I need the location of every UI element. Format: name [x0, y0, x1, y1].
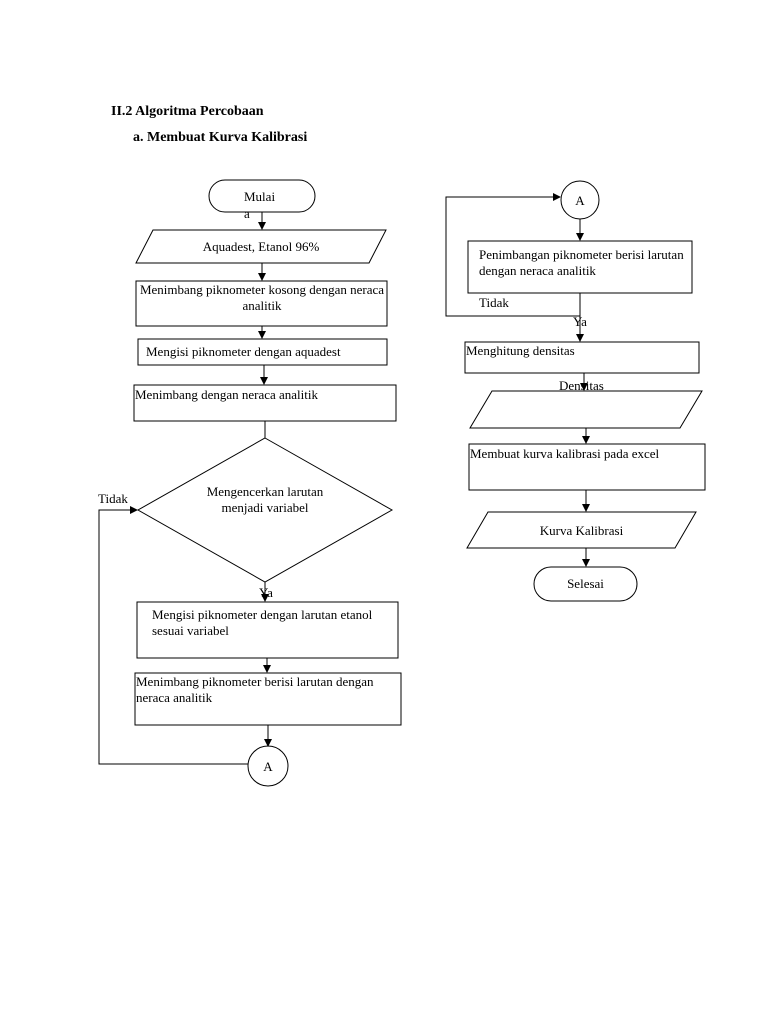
curve-output-label: Kurva Kalibrasi	[539, 523, 624, 538]
section-heading: II.2 Algoritma Percobaan	[111, 104, 264, 119]
weigh-balance-label: Menimbang dengan neraca analitik	[135, 387, 319, 402]
connector-a-bottom-shape	[247, 745, 289, 787]
label-no-left: Tidak	[98, 491, 128, 506]
weigh-empty-label: Menimbang piknometer kosong dengan nerac…	[139, 282, 385, 313]
density-parallelogram-shape	[469, 390, 703, 429]
input-materials-label: Aquadest, Etanol 96%	[202, 239, 320, 254]
input-parallelogram-shape	[135, 229, 387, 264]
weighing-filled-label: Penimbangan piknometer berisi larutan de…	[479, 247, 684, 278]
start-stray-letter: a	[244, 206, 250, 221]
label-no-right: Tidak	[479, 295, 509, 310]
loop-back-arrow	[98, 506, 248, 765]
end-label: Selesai	[567, 576, 604, 591]
make-curve-box	[468, 443, 706, 491]
fill-ethanol-label: Mengisi piknometer dengan larutan etanol…	[152, 607, 373, 638]
start-label: Mulai	[244, 189, 276, 204]
loop-into-connector	[445, 193, 580, 317]
connector-a-top-label: A	[575, 193, 585, 208]
label-yes-right: Ya	[573, 314, 587, 329]
connector-a-bottom-label: A	[263, 759, 273, 774]
end-terminator-shape	[533, 566, 638, 602]
label-yes-left: Ya	[259, 585, 273, 600]
curve-parallelogram-shape	[466, 511, 697, 549]
calc-density-label: Menghitung densitas	[466, 343, 575, 358]
calc-density-box	[464, 341, 700, 374]
decision-label: Mengencerkan larutan menjadi variabel	[206, 484, 324, 515]
fill-aquadest-label: Mengisi piknometer dengan aquadest	[146, 344, 341, 359]
subsection-heading: a. Membuat Kurva Kalibrasi	[133, 130, 308, 145]
weigh-filled-label: Menimbang piknometer berisi larutan deng…	[136, 674, 374, 705]
density-label: Densitas	[559, 378, 604, 393]
fill-aquadest-box	[137, 338, 388, 366]
make-curve-label: Membuat kurva kalibrasi pada excel	[470, 446, 660, 461]
